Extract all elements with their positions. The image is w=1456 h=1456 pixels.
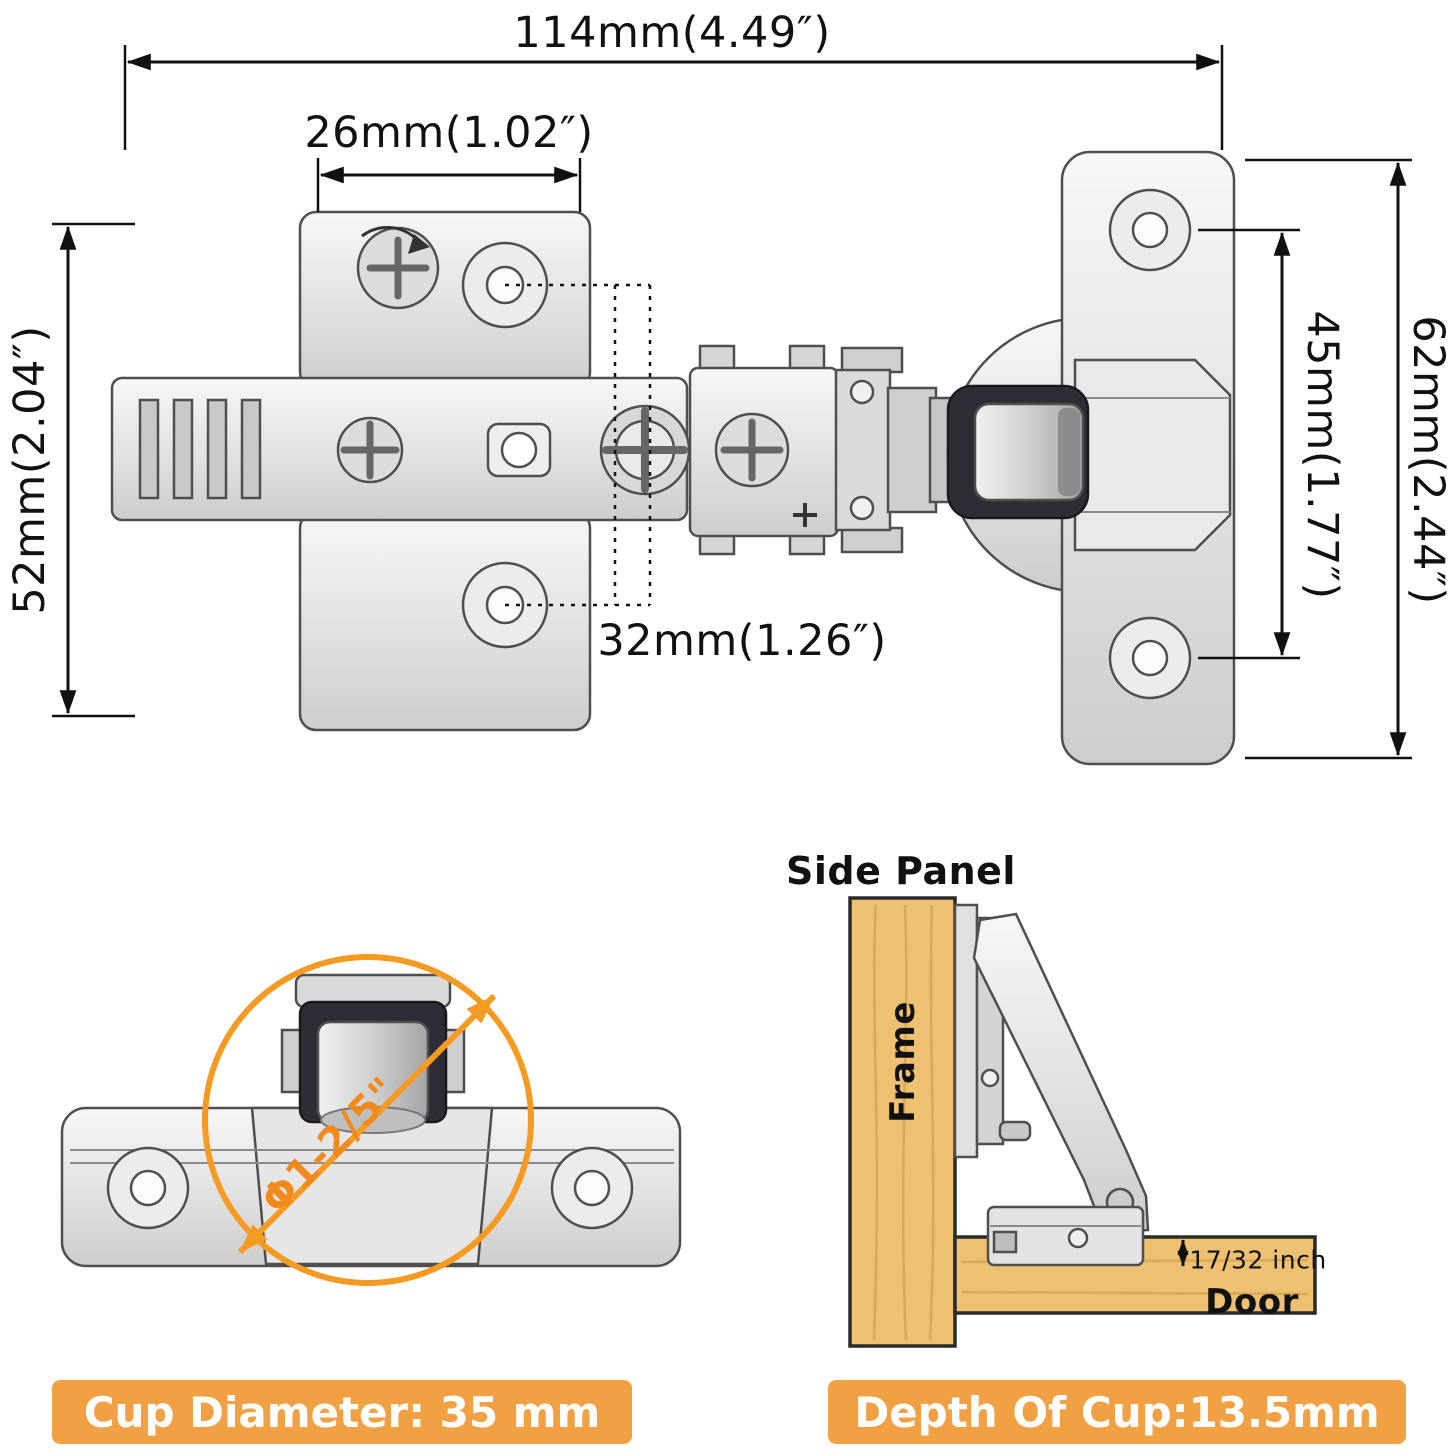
- arm-rib: [206, 398, 228, 500]
- arm-rib: [138, 398, 160, 500]
- hinge-pin: [849, 495, 875, 521]
- side-cup-block: [986, 1205, 1145, 1267]
- plate-bottom-wing: [298, 510, 592, 732]
- installation-drawing: [848, 896, 1317, 1348]
- cup-highlight-circle: [202, 954, 534, 1286]
- dim-plate-height-label: 52mm(2.04″): [5, 325, 55, 615]
- cup-cylinder: [973, 402, 1085, 502]
- cup-depth-banner: Depth Of Cup:13.5mm: [828, 1380, 1406, 1444]
- top-view-cup-and-plate: [946, 150, 1236, 766]
- cup-diameter-banner: Cup Diameter: 35 mm: [52, 1380, 632, 1444]
- hinge-pin: [849, 379, 875, 405]
- arm-rib: [240, 398, 262, 500]
- dim-overall-width-label: 114mm(4.49″): [513, 8, 831, 58]
- side-panel-title: Side Panel: [786, 849, 1016, 893]
- side-mounting-plate: [953, 903, 979, 1159]
- top-view-hinge-arm: [688, 344, 962, 556]
- frame-label: Frame: [883, 1001, 923, 1123]
- dimension-annotations: [52, 45, 1412, 760]
- side-screw: [998, 1120, 1032, 1142]
- hinge-side-profile: [953, 903, 1150, 1267]
- dim-plate-width-label: 26mm(1.02″): [304, 108, 594, 158]
- frame-board: [848, 896, 957, 1348]
- dim-cup-plate-height-label: 62mm(2.44″): [1403, 315, 1453, 605]
- dim-hole-spacing-label: 32mm(1.26″): [597, 616, 887, 666]
- arm-rib: [172, 398, 194, 500]
- cup-diameter-arrow: [237, 993, 497, 1255]
- door-label: Door: [1205, 1282, 1299, 1322]
- dim-cup-hole-spacing-label: 45mm(1.77″): [1297, 310, 1347, 600]
- side-hinge-arm: [972, 912, 1150, 1234]
- plate-top-wing: [298, 210, 592, 390]
- dim-dotted-32: [505, 283, 652, 607]
- top-view-mounting-plate: [110, 210, 691, 732]
- cup-seat: [1073, 358, 1232, 552]
- cup-depth-note: 17/32 inch: [1189, 1245, 1327, 1275]
